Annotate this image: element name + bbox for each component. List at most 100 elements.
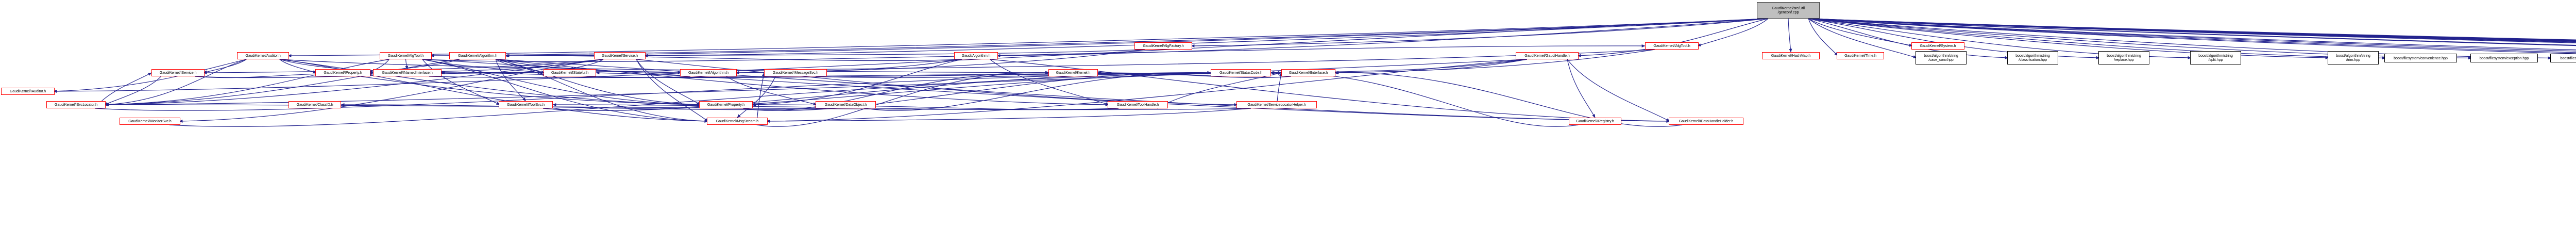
- graph-edge: [766, 59, 1528, 123]
- graph-node[interactable]: GaudiKernel/AlgFactory.h: [1134, 42, 1192, 50]
- graph-edge: [504, 18, 1768, 57]
- graph-node[interactable]: boost/algorithm/string /split.hpp: [2190, 51, 2241, 64]
- graph-edge: [496, 59, 708, 123]
- graph-root-node[interactable]: GaudiKernel/src/Util /genconf.cpp: [1757, 2, 1820, 19]
- graph-edge: [1097, 71, 1222, 77]
- graph-edge: [569, 59, 604, 70]
- graph-edge: [496, 59, 1670, 123]
- graph-node[interactable]: GaudiKernel/IDataHandleHolder.h: [1669, 118, 1743, 125]
- graph-edge: [104, 59, 1527, 106]
- graph-node[interactable]: GaudiKernel/MsgStream.h: [707, 118, 768, 125]
- graph-node[interactable]: GaudiKernel/IAlgTool.h: [1645, 42, 1699, 50]
- graph-node[interactable]: GaudiKernel/IRegistry.h: [1569, 118, 1621, 125]
- graph-edge: [1808, 18, 1838, 56]
- graph-node[interactable]: GaudiKernel/Property.h: [699, 101, 753, 108]
- graph-node[interactable]: GaudiKernel/IAuditor.h: [1, 88, 55, 95]
- graph-node[interactable]: boost/algorithm/string /replace.hpp: [2098, 51, 2149, 64]
- graph-edge: [360, 76, 701, 106]
- graph-edge: [1335, 71, 1683, 127]
- graph-edge: [422, 59, 500, 105]
- graph-edge: [996, 18, 1769, 57]
- graph-edge: [751, 59, 962, 106]
- graph-node[interactable]: boost/filesystem/operations.hpp: [2550, 54, 2576, 62]
- graph-edge: [1808, 18, 2329, 59]
- graph-edge: [752, 103, 1119, 110]
- graph-edge: [203, 59, 247, 74]
- graph-node[interactable]: GaudiKernel/Auditor.h: [237, 52, 289, 59]
- graph-node[interactable]: GaudiKernel/IMessageSvc.h: [764, 69, 827, 76]
- graph-edge: [644, 18, 1768, 57]
- graph-edge: [104, 59, 389, 106]
- graph-node[interactable]: boost/algorithm/string /classification.h…: [2007, 51, 2058, 64]
- graph-edge: [430, 18, 1768, 57]
- graph-edge: [341, 103, 827, 110]
- graph-edge: [422, 59, 701, 106]
- graph-node[interactable]: GaudiKernel/Kernel.h: [1048, 69, 1098, 76]
- graph-node[interactable]: GaudiKernel/IMonitorSvc.h: [120, 118, 180, 125]
- graph-node[interactable]: GaudiKernel/Service.h: [594, 52, 646, 59]
- graph-edge: [104, 59, 604, 106]
- graph-edge: [1808, 18, 2386, 60]
- graph-edge: [756, 72, 765, 125]
- graph-edge: [405, 59, 409, 70]
- graph-node[interactable]: GaudiKernel/IInterface.h: [1281, 69, 1335, 76]
- graph-edge: [636, 59, 701, 105]
- graph-edge: [756, 71, 1049, 127]
- graph-edge: [543, 71, 1282, 111]
- graph-edge: [53, 18, 1768, 93]
- graph-node[interactable]: GaudiKernel/ClassID.h: [289, 101, 341, 108]
- graph-node[interactable]: GaudiKernel/ISvcLocator.h: [46, 101, 106, 108]
- graph-node[interactable]: GaudiKernel/Time.h: [1837, 52, 1884, 59]
- graph-edge: [990, 59, 1109, 105]
- graph-edge: [287, 18, 1768, 57]
- graph-edge: [1788, 18, 1792, 53]
- graph-edge: [737, 76, 776, 118]
- graph-edge: [104, 76, 161, 105]
- graph-node[interactable]: GaudiKernel/System.h: [1911, 42, 1964, 50]
- graph-edge: [596, 71, 690, 77]
- graph-edge: [496, 59, 1109, 106]
- graph-edge: [105, 103, 1251, 110]
- graph-edge: [279, 59, 317, 73]
- graph-node[interactable]: GaudiKernel/StatusCode.h: [1211, 69, 1271, 76]
- graph-node[interactable]: GaudiKernel/IStateful.h: [544, 69, 596, 76]
- graph-edge: [1270, 71, 1579, 127]
- graph-edge: [422, 59, 1670, 123]
- graph-edge: [495, 59, 526, 102]
- graph-node[interactable]: boost/algorithm/string /case_conv.hpp: [1916, 51, 1967, 64]
- graph-edge: [1808, 18, 1913, 47]
- graph-edge: [179, 59, 604, 123]
- graph-node[interactable]: GaudiKernel/IService.h: [151, 69, 205, 76]
- graph-node[interactable]: boost/algorithm/string /trim.hpp: [2328, 51, 2379, 64]
- graph-edge: [1567, 59, 1670, 122]
- graph-edge: [422, 59, 708, 123]
- graph-node[interactable]: GaudiKernel/IToolSvc.h: [499, 101, 553, 108]
- graph-edge: [636, 59, 1238, 106]
- graph-node[interactable]: GaudiKernel/ServiceLocatorHelper.h: [1236, 101, 1317, 108]
- graph-edge: [279, 59, 708, 123]
- graph-node[interactable]: GaudiKernel/IAlgorithm.h: [680, 69, 737, 76]
- graph-node[interactable]: GaudiKernel/HashMap.h: [1762, 52, 1820, 59]
- graph-edge: [1577, 18, 1769, 57]
- graph-edge: [495, 59, 545, 74]
- graph-edge: [505, 54, 962, 61]
- graph-edge: [496, 59, 701, 106]
- graph-node[interactable]: boost/filesystem/exception.hpp: [2470, 54, 2538, 62]
- graph-node[interactable]: GaudiKernel/ToolHandle.h: [1108, 101, 1168, 108]
- graph-edge: [743, 71, 1049, 111]
- graph-node[interactable]: GaudiKernel/INamedInterface.h: [373, 69, 442, 76]
- graph-node[interactable]: GaudiKernel/IProperty.h: [315, 69, 370, 76]
- graph-node[interactable]: Gaudi/Algorithm.h: [954, 52, 998, 59]
- graph-node[interactable]: GaudiKernel/Algorithm.h: [449, 52, 506, 59]
- graph-node[interactable]: boost/filesystem/convenience.hpp: [2384, 54, 2457, 62]
- graph-node[interactable]: GaudiKernel/DataObject.h: [816, 101, 876, 108]
- graph-node[interactable]: GaudiKernel/AlgTool.h: [380, 52, 432, 59]
- graph-edge: [53, 59, 247, 93]
- graph-edge: [95, 71, 1282, 111]
- graph-edge: [1697, 18, 1769, 46]
- graph-edge: [636, 59, 708, 122]
- graph-node[interactable]: GaudiKernel/GaudiHandle.h: [1516, 52, 1579, 59]
- graph-edge: [766, 108, 1251, 123]
